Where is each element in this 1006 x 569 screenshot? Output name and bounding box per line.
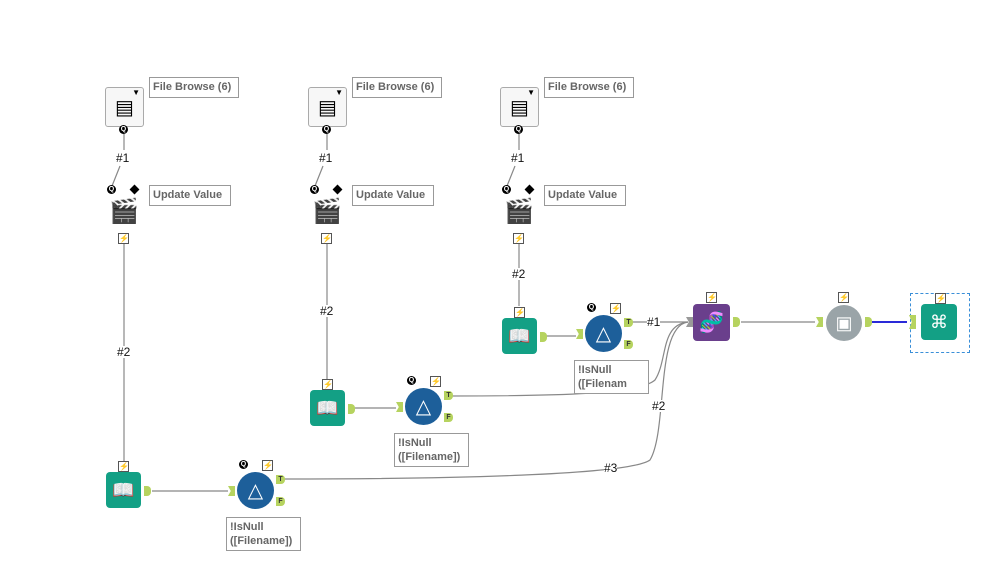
question-anchor[interactable]: Q	[407, 376, 416, 385]
tool-annotation: !IsNull ([Filename])	[394, 433, 469, 467]
update-value-tool[interactable]: 🎬	[503, 197, 535, 227]
book-icon: 📖	[112, 479, 135, 500]
file-browse-tool[interactable]: ▤▼	[105, 87, 144, 127]
bolt-icon: ⚡	[706, 292, 717, 303]
bolt-icon: ⚡	[610, 303, 621, 314]
tool-annotation: !IsNull ([Filenam	[574, 360, 649, 394]
box-icon: ▣	[835, 312, 853, 333]
input-tool[interactable]: 📖	[106, 472, 141, 508]
filter-tool[interactable]: △	[405, 388, 442, 425]
connection-label: #1	[511, 151, 525, 165]
wire	[282, 321, 689, 480]
input-anchor[interactable]	[576, 329, 583, 339]
bolt-icon: ⚡	[118, 461, 129, 472]
dropdown-arrow-icon: ▼	[132, 88, 140, 97]
bolt-icon: ⚡	[321, 233, 332, 244]
prism-icon: △	[247, 480, 264, 502]
question-anchor[interactable]: Q	[587, 303, 596, 312]
tool-annotation: Update Value	[352, 185, 434, 206]
output-anchor[interactable]	[865, 317, 872, 327]
union-tool[interactable]: 🧬	[693, 304, 730, 341]
wire	[449, 321, 689, 397]
input-anchor[interactable]	[228, 486, 235, 496]
bolt-icon: ⚡	[322, 379, 333, 390]
document-icon: ▤	[115, 96, 134, 119]
tool-annotation: File Browse (6)	[352, 77, 442, 98]
true-anchor[interactable]: T	[276, 475, 285, 484]
prism-icon: △	[415, 396, 432, 418]
connection-label: #1	[116, 151, 130, 165]
binoculars-icon: ⌘	[930, 311, 948, 332]
dropdown-arrow-icon: ▼	[527, 88, 535, 97]
update-value-tool[interactable]: 🎬	[311, 197, 343, 227]
question-anchor[interactable]: Q	[322, 125, 331, 134]
output-anchor[interactable]	[348, 404, 355, 414]
question-anchor[interactable]: Q	[502, 185, 511, 194]
bolt-icon: ⚡	[513, 233, 524, 244]
bolt-icon: ⚡	[262, 460, 273, 471]
filter-tool[interactable]: △	[585, 315, 622, 352]
document-icon: ▤	[510, 96, 529, 119]
clapperboard-icon: 🎬	[109, 198, 139, 225]
connection-label: #2	[652, 399, 666, 413]
bolt-icon: ⚡	[838, 292, 849, 303]
connection-label: #2	[117, 345, 131, 359]
false-anchor[interactable]: F	[276, 497, 285, 506]
output-anchor[interactable]	[144, 486, 151, 496]
input-tool[interactable]: 📖	[502, 318, 537, 354]
macro-tool[interactable]: ▣	[826, 305, 862, 341]
false-anchor[interactable]: F	[444, 413, 453, 422]
update-value-tool[interactable]: 🎬	[108, 197, 140, 227]
bolt-icon: ⚡	[935, 293, 946, 304]
wire	[314, 134, 328, 187]
false-anchor[interactable]: F	[624, 340, 633, 349]
input-anchor[interactable]	[686, 317, 693, 327]
connection-label: #1	[319, 151, 333, 165]
tool-annotation: !IsNull ([Filename])	[226, 517, 301, 551]
connection-label: #2	[512, 267, 526, 281]
tool-annotation: File Browse (6)	[149, 77, 239, 98]
input-anchor[interactable]	[396, 402, 403, 412]
wire	[506, 134, 520, 187]
question-anchor[interactable]: Q	[119, 125, 128, 134]
dropdown-arrow-icon: ▼	[335, 88, 343, 97]
tool-annotation: Update Value	[544, 185, 626, 206]
bolt-icon: ⚡	[514, 307, 525, 318]
question-anchor[interactable]: Q	[514, 125, 523, 134]
bolt-icon: ⚡	[430, 376, 441, 387]
clapperboard-icon: 🎬	[504, 198, 534, 225]
connection-label: #3	[604, 461, 618, 475]
connection-label: #1	[647, 315, 661, 329]
document-icon: ▤	[318, 96, 337, 119]
question-anchor[interactable]: Q	[239, 460, 248, 469]
input-tool[interactable]: 📖	[310, 390, 345, 426]
dna-icon: 🧬	[699, 312, 724, 334]
tool-annotation: Update Value	[149, 185, 231, 206]
tool-annotation: File Browse (6)	[544, 77, 634, 98]
connection-label: #2	[320, 304, 334, 318]
filter-tool[interactable]: △	[237, 472, 274, 509]
bolt-icon: ⚡	[118, 233, 129, 244]
book-icon: 📖	[508, 325, 531, 346]
true-anchor[interactable]: T	[624, 318, 633, 327]
file-browse-tool[interactable]: ▤▼	[500, 87, 539, 127]
clapperboard-icon: 🎬	[312, 198, 342, 225]
book-icon: 📖	[316, 397, 339, 418]
prism-icon: △	[595, 323, 612, 345]
question-anchor[interactable]: Q	[107, 185, 116, 194]
browse-tool[interactable]: ⌘	[921, 304, 957, 340]
input-anchor[interactable]	[816, 317, 823, 327]
file-browse-tool[interactable]: ▤▼	[308, 87, 347, 127]
wire	[111, 134, 125, 187]
output-anchor[interactable]	[733, 317, 740, 327]
question-anchor[interactable]: Q	[310, 185, 319, 194]
output-anchor[interactable]	[540, 332, 547, 342]
input-anchor[interactable]	[909, 315, 916, 329]
true-anchor[interactable]: T	[444, 391, 453, 400]
